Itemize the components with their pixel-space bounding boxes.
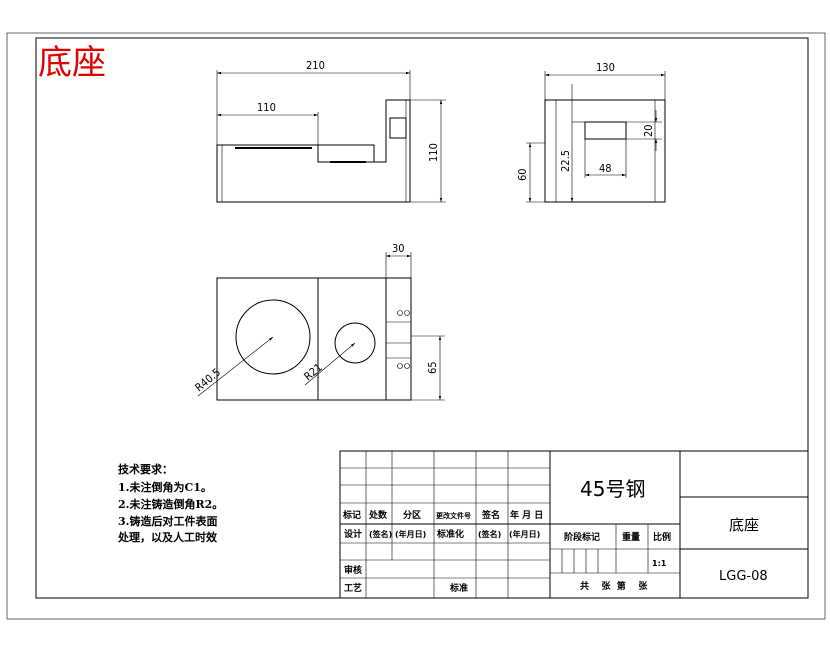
tb-zone: 分区 [403,509,421,521]
tb-design: 设计 [344,528,362,540]
drawing-no: LGG-08 [719,569,768,584]
tb-standard: 标准化 [436,528,464,540]
dim-30: 30 [392,242,405,255]
note-3: 3.铸造后对工件表面 [118,514,217,528]
note-1: 1.未注倒角为C1。 [118,480,212,494]
tb-name1: (签名) [369,529,392,539]
tb-weight: 重量 [622,531,640,543]
tb-review: 审核 [344,564,362,576]
notes-heading: 技术要求： [118,462,173,476]
part-name: 底座 [729,516,759,534]
outer-border [6,32,826,620]
front-view: 210 110 110 [216,59,446,203]
dim-210: 210 [306,59,325,72]
dim-22-5: 22.5 [559,150,572,172]
material: 45号钢 [580,477,645,501]
scale-value: 1:1 [652,559,667,568]
note-2: 2.未注铸造倒角R2。 [118,497,223,511]
side-view: 130 20 22.5 48 60 [516,61,666,203]
tb-approve: 标准 [449,582,468,594]
dim-110-width: 110 [257,101,276,114]
tb-scale: 比例 [653,531,671,543]
sheet-title: 底座 [38,43,106,83]
title-block: 标记 处数 分区 更改文件号 签名 年 月 日 设计 (签名) (年月日) 标准… [339,450,809,599]
dim-r21: R21 [302,361,325,383]
tb-process: 工艺 [344,582,362,594]
tb-count: 处数 [368,509,388,521]
inner-border [35,37,809,599]
tb-date2: (年月日) [509,529,540,539]
note-4: 处理，以及人工时效 [117,530,218,544]
sheet-count: 共 张 第 张 [580,580,648,592]
top-view: R40.5 R21 30 65 [193,242,445,401]
tb-sign: 签名 [481,509,500,521]
tb-name2: (签名) [478,529,501,539]
dim-60: 60 [516,168,529,181]
dim-130: 130 [596,61,615,74]
tb-stage: 阶段标记 [564,531,600,543]
dim-110-height: 110 [427,143,440,162]
dim-20: 20 [642,124,655,137]
technical-notes: 技术要求： 1.未注倒角为C1。 2.未注铸造倒角R2。 3.铸造后对工件表面 … [117,462,223,544]
dim-48: 48 [599,162,612,175]
tb-date: 年 月 日 [510,509,543,521]
tb-mark: 标记 [342,509,361,521]
tb-doc-no: 更改文件号 [436,511,471,520]
tb-date1: (年月日) [395,529,426,539]
dim-65: 65 [426,361,439,374]
